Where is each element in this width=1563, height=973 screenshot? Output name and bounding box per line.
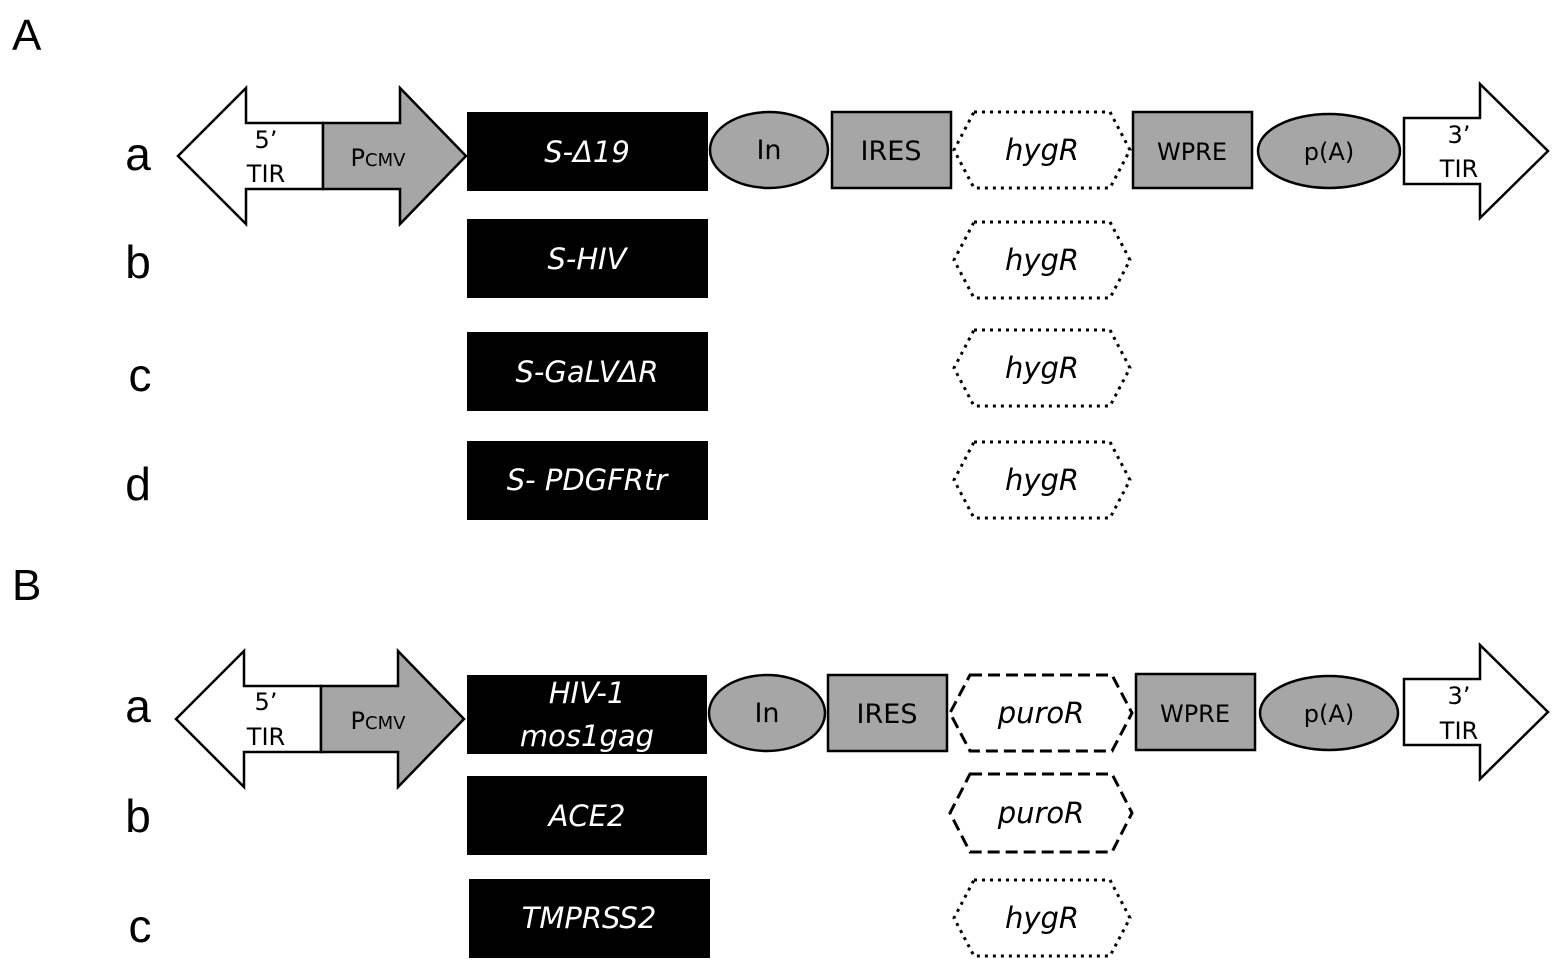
- tir5-label-line2: TIR: [246, 160, 285, 188]
- gene-box: [467, 776, 707, 855]
- panel-a-row-a: a S-Δ19 hygR: [125, 110, 1132, 191]
- wpre-label: WPRE: [1157, 138, 1227, 166]
- tir5-label-line2: TIR: [246, 723, 285, 751]
- marker-label: hygR: [1005, 463, 1079, 497]
- intron-ellipse: [708, 110, 830, 190]
- row-label: c: [129, 900, 152, 952]
- ires-box: [826, 673, 949, 753]
- gene-box: [467, 332, 708, 411]
- tir5-arrow: [176, 84, 325, 228]
- gene-box: [467, 675, 707, 754]
- marker-hexagon: [948, 772, 1134, 854]
- wpre-label: WPRE: [1160, 700, 1230, 728]
- polya-ellipse: [1258, 674, 1400, 752]
- polya-ellipse: [1256, 112, 1402, 190]
- marker-label: hygR: [1005, 351, 1079, 385]
- panel-a-row-c: c S-GaLVΔR hygR: [129, 328, 1132, 411]
- marker-label: puroR: [997, 696, 1085, 730]
- panel-b-backbone: 5’ TIR PCMV In IRES WPRE p(A) 3’ TIR: [174, 642, 1550, 791]
- panel-b: B 5’ TIR PCMV In IRES WPRE p(A) 3’ TIR a…: [12, 561, 1550, 958]
- intron-ellipse: [707, 673, 827, 753]
- polya-label: p(A): [1304, 138, 1354, 166]
- tir5-arrow: [174, 647, 323, 791]
- tir5-label-line1: 5’: [255, 126, 278, 154]
- ires-label: IRES: [861, 136, 922, 167]
- panel-b-row-b: b ACE2 puroR: [125, 772, 1134, 855]
- panel-a: A 5’ TIR PCMV In IRES WPRE p(A) 3’ TIR a…: [12, 11, 1550, 520]
- gene-label-line2: mos1gag: [520, 719, 654, 753]
- cmv-promoter-arrow: [319, 647, 466, 791]
- cmv-promoter-label: PCMV: [351, 144, 407, 172]
- gene-label: S-GaLVΔR: [516, 355, 659, 389]
- marker-hexagon: [948, 673, 1134, 753]
- row-label: d: [125, 458, 151, 510]
- panel-b-row-a: a HIV-1 mos1gag puroR: [125, 673, 1134, 754]
- panel-a-label: A: [12, 11, 42, 60]
- marker-label: puroR: [997, 796, 1085, 830]
- gene-label-line1: HIV-1: [549, 676, 626, 710]
- gene-box: [467, 441, 708, 520]
- gene-box: [469, 879, 710, 958]
- panel-a-row-d: d S- PDGFRtr hygR: [125, 440, 1132, 520]
- marker-label: hygR: [1005, 243, 1079, 277]
- marker-hexagon: [952, 328, 1132, 408]
- panel-b-label: B: [12, 561, 41, 610]
- marker-label: hygR: [1005, 133, 1079, 167]
- ires-label: IRES: [857, 699, 918, 730]
- cmv-promoter-label: PCMV: [351, 707, 407, 735]
- row-label: b: [125, 790, 151, 842]
- tir3-arrow: [1402, 642, 1550, 782]
- marker-hexagon: [952, 878, 1132, 958]
- gene-label: S- PDGFRtr: [507, 463, 670, 497]
- gene-label: ACE2: [547, 799, 626, 833]
- marker-hexagon: [952, 220, 1132, 300]
- row-label: a: [125, 128, 151, 180]
- tir3-label-line1: 3’: [1448, 682, 1471, 710]
- tir3-label-line2: TIR: [1439, 155, 1478, 183]
- tir5-label-line1: 5’: [255, 688, 278, 716]
- panel-b-row-c: c TMPRSS2 hygR: [129, 878, 1132, 958]
- tir3-arrow: [1402, 81, 1550, 221]
- row-label: a: [125, 680, 151, 732]
- gene-box: [467, 219, 708, 298]
- polya-label: p(A): [1304, 700, 1354, 728]
- marker-hexagon: [952, 110, 1132, 190]
- marker-hexagon: [952, 440, 1132, 520]
- tir3-label-line1: 3’: [1448, 121, 1471, 149]
- panel-a-backbone: 5’ TIR PCMV In IRES WPRE p(A) 3’ TIR: [176, 81, 1550, 228]
- wpre-box: [1134, 672, 1257, 752]
- row-label: c: [129, 349, 152, 401]
- gene-label: TMPRSS2: [522, 901, 657, 935]
- cmv-promoter-arrow: [321, 84, 468, 228]
- ires-box: [830, 110, 953, 190]
- intron-label: In: [756, 135, 781, 166]
- row-label: b: [125, 236, 151, 288]
- tir3-label-line2: TIR: [1439, 717, 1478, 745]
- panel-a-row-b: b S-HIV hygR: [125, 219, 1132, 300]
- gene-box: [467, 112, 708, 191]
- gene-label: S-Δ19: [544, 135, 630, 169]
- intron-label: In: [754, 698, 779, 729]
- marker-label: hygR: [1005, 901, 1079, 935]
- gene-label: S-HIV: [547, 242, 628, 276]
- wpre-box: [1131, 110, 1254, 190]
